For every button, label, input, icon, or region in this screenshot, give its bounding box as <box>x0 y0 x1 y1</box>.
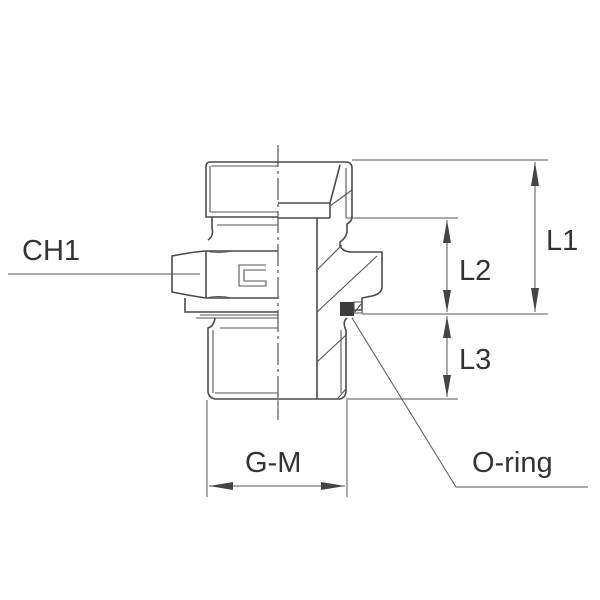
label-ch1: CH1 <box>22 235 80 267</box>
label-l2: L2 <box>459 255 491 287</box>
label-gm: G-M <box>245 447 301 479</box>
label-l1: L1 <box>546 225 578 257</box>
label-oring: O-ring <box>472 447 553 479</box>
hex-marking-icon <box>238 264 267 287</box>
dimension-lines <box>8 159 588 497</box>
fitting-exterior-half <box>171 161 278 400</box>
fitting-section-half <box>278 161 383 400</box>
oring-seal <box>340 302 354 316</box>
label-l3: L3 <box>459 344 491 376</box>
